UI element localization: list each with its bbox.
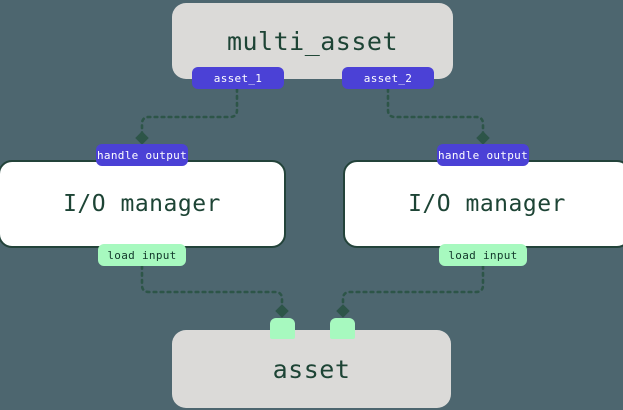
badge-handle-output-right-label: handle output	[438, 148, 528, 162]
badge-load-input-left-label: load input	[107, 248, 177, 262]
node-io-manager-right-label: I/O manager	[408, 191, 566, 217]
badge-load-input-right-label: load input	[448, 248, 518, 262]
badge-asset-1-label: asset_1	[213, 71, 263, 85]
node-asset-label: asset	[272, 354, 351, 384]
edge-load-input-right-to-asset	[336, 264, 485, 318]
edge-asset2-to-handle-output-right	[386, 87, 490, 145]
badge-load-input-left[interactable]: load input	[98, 244, 186, 266]
node-io-manager-left[interactable]: I/O manager	[0, 160, 286, 248]
node-multi-asset-label: multi_asset	[226, 26, 399, 56]
badge-handle-output-right[interactable]: handle output	[437, 144, 529, 166]
node-multi-asset[interactable]: multi_asset	[172, 3, 453, 79]
node-io-manager-left-label: I/O manager	[63, 191, 221, 217]
badge-asset-2-label: asset_2	[363, 71, 413, 85]
badge-handle-output-left-label: handle output	[97, 148, 187, 162]
node-io-manager-right[interactable]: I/O manager	[343, 160, 623, 248]
asset-input-handle-right[interactable]	[330, 318, 355, 339]
badge-asset-2[interactable]: asset_2	[342, 67, 434, 89]
badge-handle-output-left[interactable]: handle output	[96, 144, 188, 166]
badge-asset-1[interactable]: asset_1	[192, 67, 284, 89]
badge-load-input-right[interactable]: load input	[439, 244, 527, 266]
edge-asset1-to-handle-output-left	[135, 87, 239, 145]
asset-input-handle-left[interactable]	[270, 318, 295, 339]
edge-load-input-left-to-asset	[140, 264, 289, 318]
node-asset[interactable]: asset	[172, 330, 451, 408]
